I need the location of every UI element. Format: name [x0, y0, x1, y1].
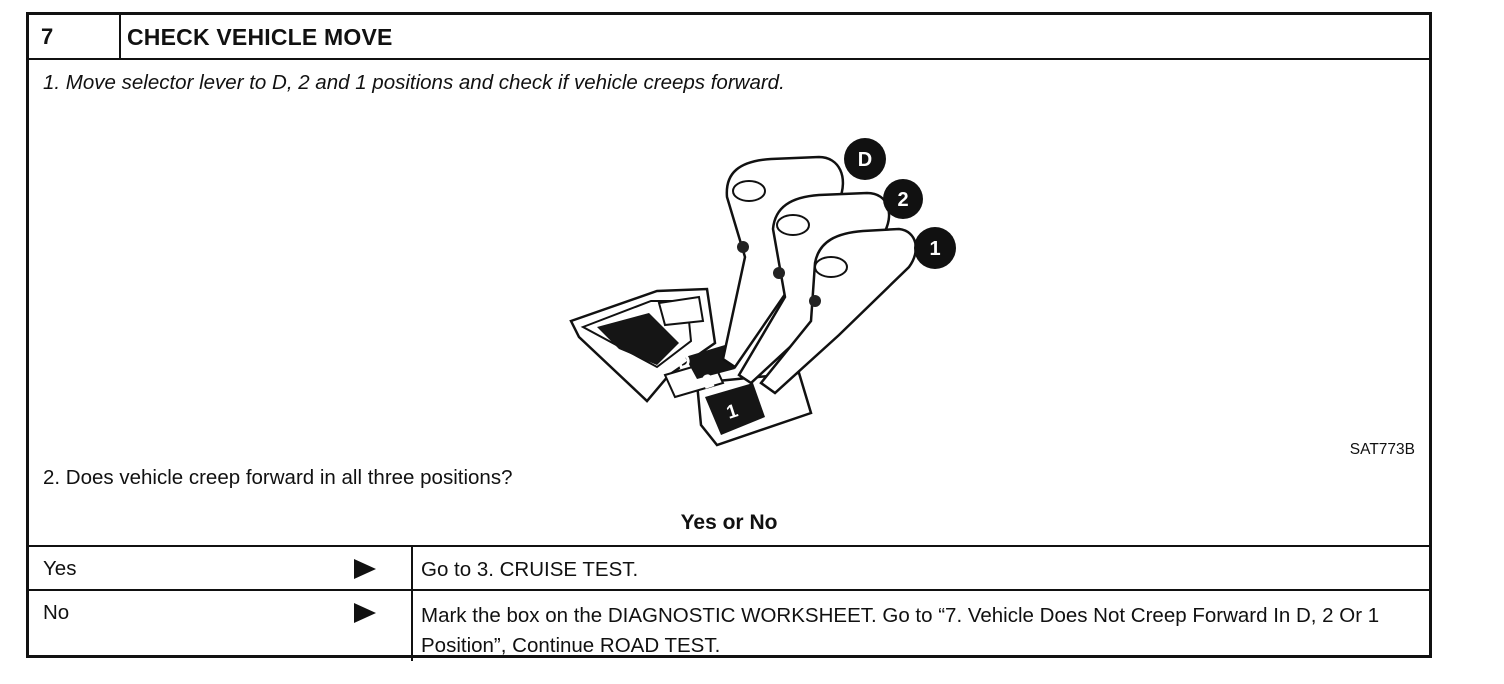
instruction-2: 2. Does vehicle creep forward in all thr…	[43, 466, 513, 489]
gate-dark-strip	[597, 313, 679, 365]
callout-1: 1	[929, 238, 940, 260]
column-divider	[411, 591, 413, 661]
step-header: 7 CHECK VEHICLE MOVE	[29, 15, 1429, 60]
answer-row-no: No Mark the box on the DIAGNOSTIC WORKSH…	[29, 589, 1429, 661]
arrow-right-icon	[354, 559, 376, 579]
diagnostic-step-table: 7 CHECK VEHICLE MOVE 1. Move selector le…	[26, 12, 1432, 661]
callout-2: 2	[897, 189, 908, 211]
callout-d: D	[858, 149, 872, 171]
step-number: 7	[29, 15, 121, 58]
answer-label: Yes	[43, 557, 77, 580]
selector-lever-illustration: D 2 1 D 2 1	[569, 138, 956, 447]
arrow-right-icon	[354, 603, 376, 623]
step-title: CHECK VEHICLE MOVE	[127, 24, 393, 50]
answer-label: No	[43, 601, 70, 624]
question-header: Yes or No	[680, 511, 778, 534]
column-divider	[411, 547, 413, 589]
lever-1	[759, 227, 918, 395]
answer-action: Mark the box on the DIAGNOSTIC WORKSHEET…	[421, 604, 1380, 657]
figure-code: SAT773B	[1349, 441, 1415, 458]
instruction-1: 1. Move selector lever to D, 2 and 1 pos…	[43, 71, 785, 94]
answer-row-yes: Yes Go to 3. CRUISE TEST.	[29, 545, 1429, 589]
answer-action: Go to 3. CRUISE TEST.	[421, 558, 639, 581]
gate-label-d: D	[674, 350, 694, 374]
